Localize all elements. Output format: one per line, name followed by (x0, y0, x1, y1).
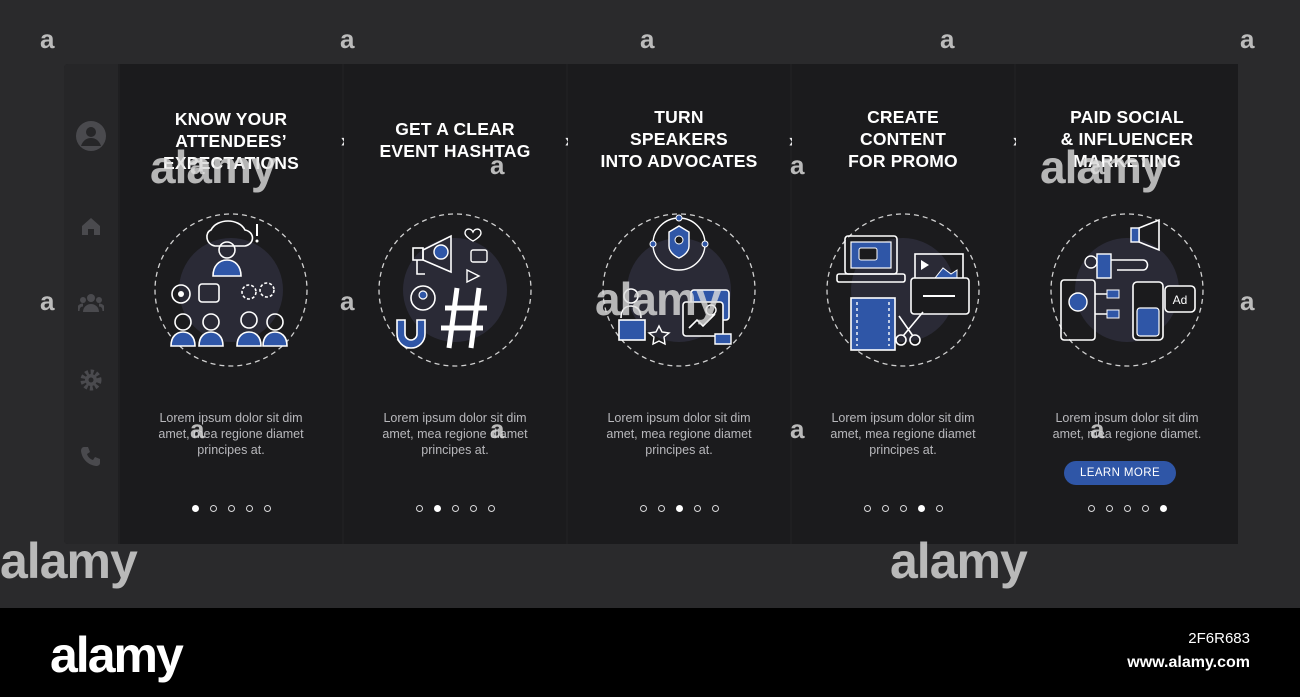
watermark-mark: a (340, 24, 355, 54)
page-dot[interactable] (209, 505, 217, 512)
pagination-dots (792, 505, 1014, 512)
watermark-logo: alamy (150, 141, 276, 193)
attendees-expectations-illustration (154, 213, 308, 367)
watermark-mark: a (490, 150, 505, 180)
watermark-mark: a (340, 286, 355, 316)
watermark-mark: a (190, 150, 205, 180)
page-dot[interactable] (639, 505, 647, 512)
page-dot[interactable] (227, 505, 235, 512)
page-dot[interactable] (1087, 505, 1095, 512)
watermark-mark: a (1240, 286, 1255, 316)
watermark-logo: alamy (1040, 141, 1166, 193)
page-dot[interactable] (415, 505, 423, 512)
watermark-mark: a (190, 414, 205, 444)
watermark-logo: alamy (0, 533, 138, 589)
pagination-dots (120, 505, 342, 512)
watermark-mark: a (790, 414, 805, 444)
watermark-mark: a (940, 24, 955, 54)
pagination-dots (344, 505, 566, 512)
speakers-advocates-illustration (602, 213, 756, 367)
learn-more-button[interactable]: LEARN MORE (1064, 461, 1176, 485)
page-dot[interactable] (899, 505, 907, 512)
gear-icon[interactable] (75, 364, 107, 396)
page-dot[interactable] (711, 505, 719, 512)
page-dot[interactable] (1123, 505, 1131, 512)
home-icon[interactable] (75, 210, 107, 242)
event-hashtag-illustration (378, 213, 532, 367)
page-dot[interactable] (657, 505, 665, 512)
watermark-mark: a (1090, 150, 1105, 180)
group-icon[interactable] (75, 286, 107, 318)
phone-icon[interactable] (75, 440, 107, 472)
page-dot[interactable] (935, 505, 943, 512)
page-dot[interactable] (469, 505, 477, 512)
watermark-mark: a (640, 24, 655, 54)
page-dot[interactable] (191, 505, 199, 512)
page-dot[interactable] (675, 505, 683, 512)
watermark-mark: a (1090, 414, 1105, 444)
page-dot[interactable] (1105, 505, 1113, 512)
watermark-mark: a (40, 286, 55, 316)
page-dot[interactable] (487, 505, 495, 512)
watermark-mark: a (1240, 24, 1255, 54)
watermark-logo: alamy (595, 273, 721, 325)
watermark-mark: a (490, 414, 505, 444)
page-dot[interactable] (433, 505, 441, 512)
footer-url[interactable]: www.alamy.com (1127, 654, 1250, 671)
page-dot[interactable] (1141, 505, 1149, 512)
watermark-mark: a (40, 24, 55, 54)
pagination-dots (1016, 505, 1238, 512)
user-icon[interactable] (75, 120, 107, 152)
page-dot[interactable] (263, 505, 271, 512)
paid-social-influencer-illustration: Ad (1050, 213, 1204, 367)
page-dot[interactable] (881, 505, 889, 512)
page-dot[interactable] (451, 505, 459, 512)
pagination-dots (568, 505, 790, 512)
image-id: 2F6R683 (1188, 630, 1250, 647)
watermark-logo: alamy (890, 533, 1028, 589)
watermark-mark: a (790, 150, 805, 180)
sidebar (64, 64, 118, 544)
page-dot[interactable] (245, 505, 253, 512)
page-dot[interactable] (863, 505, 871, 512)
page-dot[interactable] (693, 505, 701, 512)
page-dot[interactable] (917, 505, 925, 512)
stock-footer: alamy 2F6R683 www.alamy.com (0, 608, 1300, 697)
promo-content-illustration (826, 213, 980, 367)
svg-text:Ad: Ad (1173, 293, 1188, 307)
page-dot[interactable] (1159, 505, 1167, 512)
footer-logo: alamy (50, 627, 184, 683)
